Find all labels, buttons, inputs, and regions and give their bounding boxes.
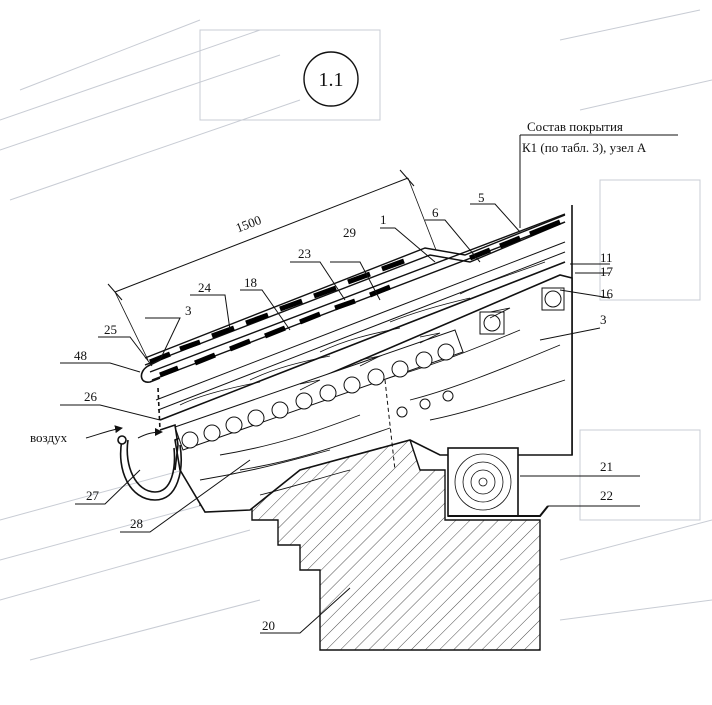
air-label: воздух — [30, 430, 68, 445]
callout-5: 5 — [478, 190, 485, 205]
eave-flashing — [140, 359, 179, 471]
callout-3-right: 3 — [600, 312, 607, 327]
dimension-text: 1500 — [234, 212, 264, 235]
wall-plate-timber — [447, 447, 549, 517]
callout-28: 28 — [130, 516, 143, 531]
leader-lines — [60, 203, 640, 634]
callout-17: 17 — [600, 264, 614, 279]
callout-21: 21 — [600, 459, 613, 474]
node-id-badge: 1.1 — [303, 51, 359, 107]
callout-48: 48 — [74, 348, 87, 363]
callout-1: 1 — [380, 212, 387, 227]
callout-6: 6 — [432, 205, 439, 220]
air-flow: воздух — [30, 425, 163, 445]
background-ghost-sketch — [0, 9, 712, 661]
roof-layers — [144, 213, 566, 421]
callout-18: 18 — [244, 275, 257, 290]
insulation-rolls — [174, 287, 565, 451]
callout-labels: 1 3 3 5 6 11 16 17 18 20 21 22 23 24 25 … — [74, 190, 614, 633]
batten-wood-grain — [179, 261, 546, 406]
callout-23: 23 — [298, 246, 311, 261]
masonry-wall — [199, 439, 541, 651]
callout-24: 24 — [198, 280, 212, 295]
callout-22: 22 — [600, 488, 613, 503]
composition-note: Состав покрытия К1 (по табл. 3), узел А — [519, 119, 678, 228]
composition-title: Состав покрытия — [527, 119, 623, 134]
callout-29: 29 — [343, 225, 356, 240]
node-id-text: 1.1 — [319, 69, 344, 91]
callout-27: 27 — [86, 488, 100, 503]
gutter — [117, 435, 182, 501]
roof-covering-tiles — [149, 219, 561, 378]
callout-20: 20 — [262, 618, 275, 633]
callout-26: 26 — [84, 389, 98, 404]
callout-11: 11 — [600, 250, 613, 265]
callout-3-top: 3 — [185, 303, 192, 318]
callout-16: 16 — [600, 286, 614, 301]
callout-25: 25 — [104, 322, 117, 337]
composition-ref: К1 (по табл. 3), узел А — [522, 140, 647, 155]
